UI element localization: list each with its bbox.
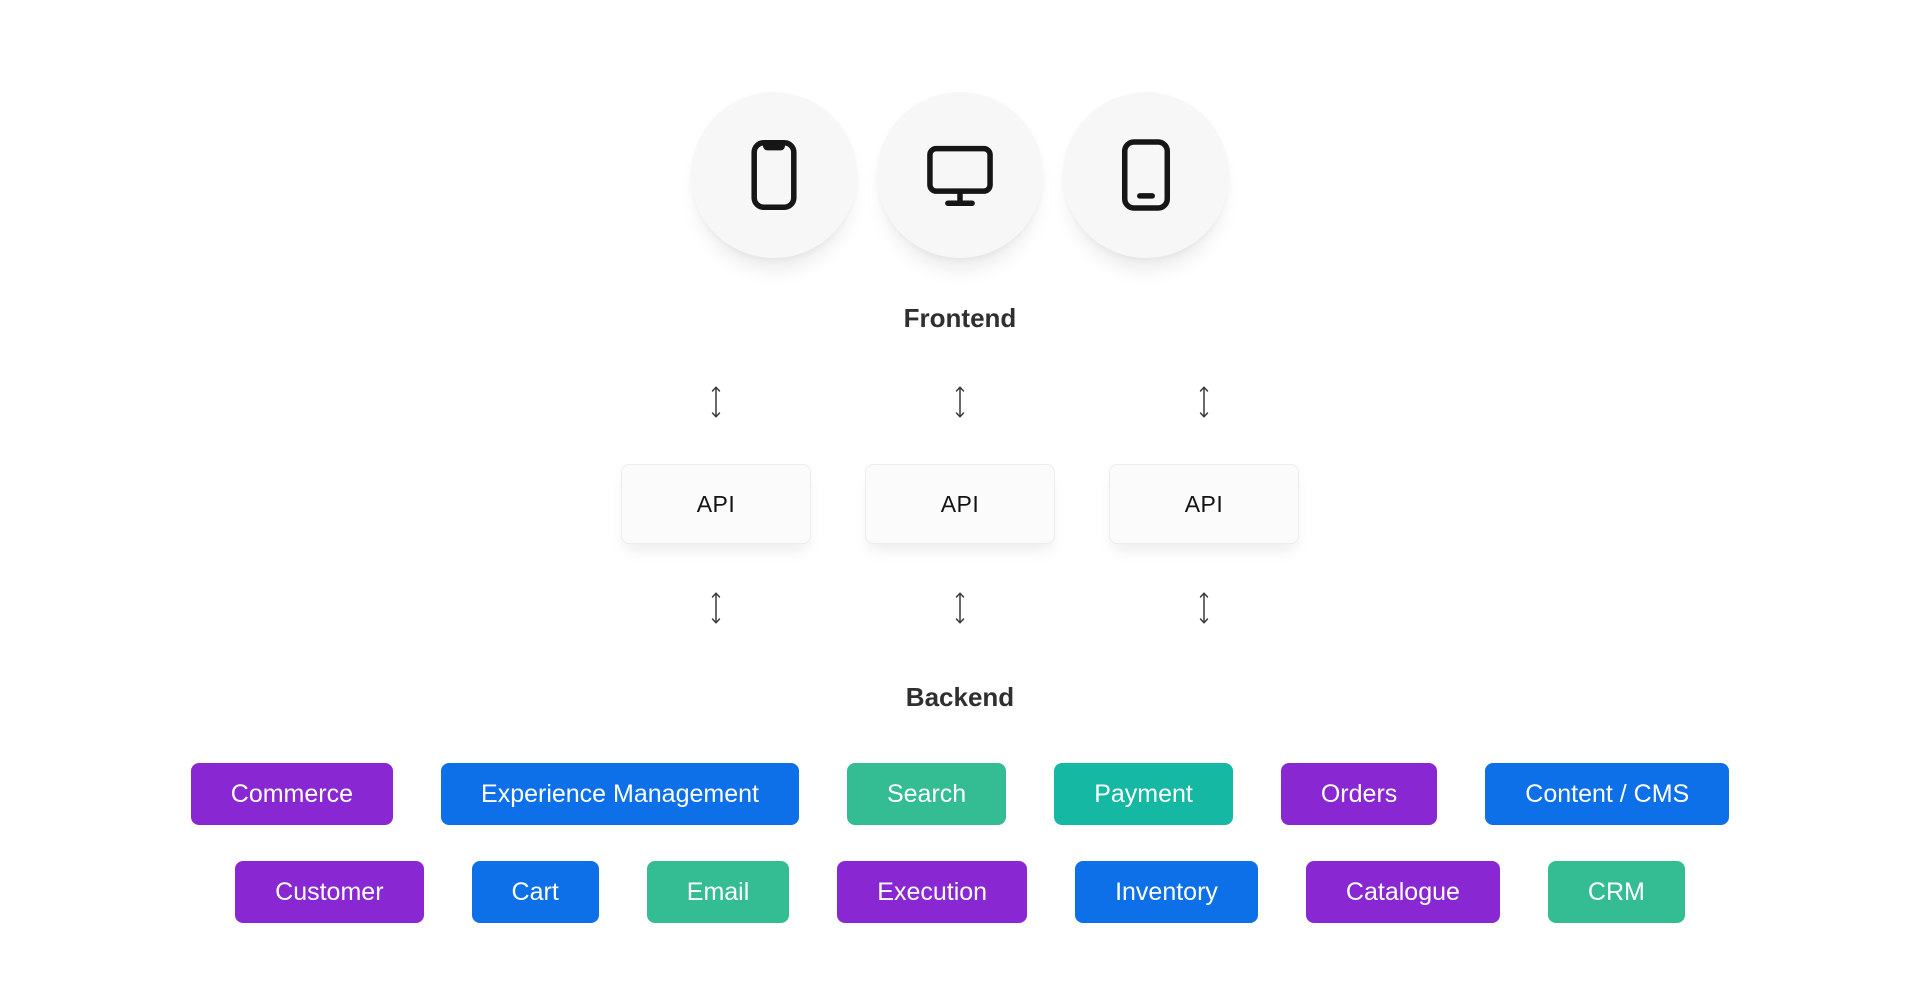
backend-label: Backend xyxy=(905,682,1015,712)
frontend-label: Frontend xyxy=(903,303,1017,333)
service-pill-cart: Cart xyxy=(471,861,599,923)
service-pill-experience-management: Experience Management xyxy=(441,763,799,825)
monitor-icon xyxy=(927,145,993,206)
service-pill-email: Email xyxy=(646,861,790,923)
api-row: API API API xyxy=(621,464,1299,544)
api-box: API xyxy=(865,464,1055,544)
backend-services-row-2: Customer Cart Email Execution Inventory Catal… xyxy=(235,861,1685,923)
double-arrow-icon xyxy=(711,592,721,624)
double-arrow-icon xyxy=(1199,386,1209,418)
device-circle-monitor xyxy=(877,92,1043,258)
service-pill-content-cms: Content / CMS xyxy=(1485,763,1730,825)
double-arrow-icon xyxy=(955,386,965,418)
api-box: API xyxy=(621,464,811,544)
smartphone-icon xyxy=(751,139,797,211)
service-pill-catalogue: Catalogue xyxy=(1305,861,1500,923)
frontend-api-arrows xyxy=(621,383,1299,421)
service-pill-search: Search xyxy=(846,763,1007,825)
service-pill-execution: Execution xyxy=(837,861,1028,923)
device-circle-phone xyxy=(691,92,857,258)
backend-services-row-1: Commerce Experience Management Search Payme… xyxy=(190,763,1730,825)
api-backend-arrows xyxy=(621,589,1299,627)
double-arrow-icon xyxy=(1199,592,1209,624)
service-pill-customer: Customer xyxy=(235,861,424,923)
service-pill-orders: Orders xyxy=(1280,763,1438,825)
double-arrow-icon xyxy=(955,592,965,624)
frontend-devices-row xyxy=(691,92,1229,258)
double-arrow-icon xyxy=(711,386,721,418)
tablet-icon xyxy=(1121,139,1171,211)
service-pill-payment: Payment xyxy=(1054,763,1233,825)
service-pill-commerce: Commerce xyxy=(190,763,394,825)
service-pill-inventory: Inventory xyxy=(1075,861,1258,923)
api-box: API xyxy=(1109,464,1299,544)
device-circle-tablet xyxy=(1063,92,1229,258)
service-pill-crm: CRM xyxy=(1547,861,1685,923)
